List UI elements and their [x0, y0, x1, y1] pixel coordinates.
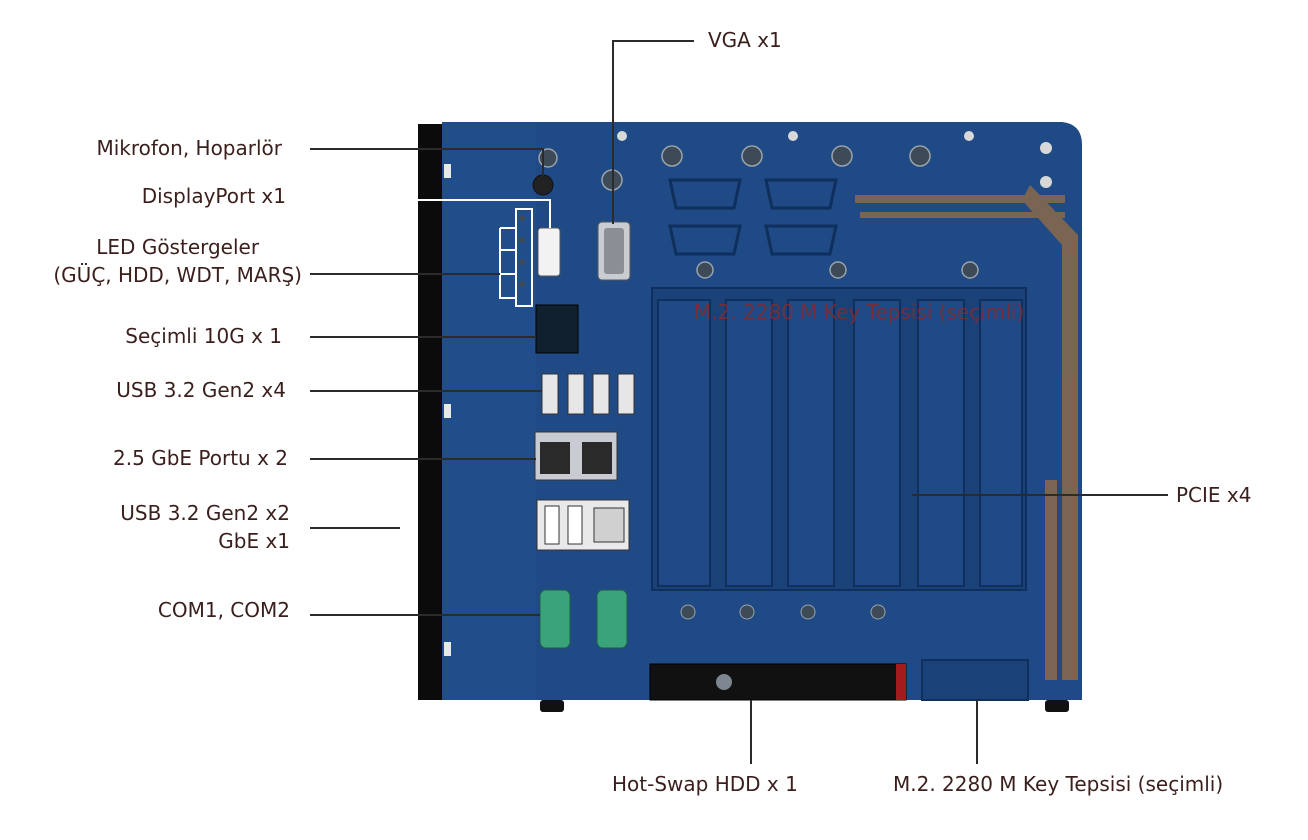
audio-jack — [532, 174, 554, 196]
pcie-screws — [680, 604, 886, 620]
leader-mic — [310, 148, 542, 150]
label-com: COM1, COM2 — [157, 598, 290, 622]
leader-vga-vertical — [612, 40, 614, 224]
side-mark — [444, 404, 451, 418]
side-mark — [444, 642, 451, 656]
label-usb4: USB 3.2 Gen2 x4 — [116, 378, 286, 402]
led-callout-bracket — [499, 208, 533, 307]
leader-gbe25 — [310, 458, 536, 460]
leader-vga-horizontal — [612, 40, 694, 42]
led-indicators — [519, 215, 525, 287]
label-m2-tray: M.2. 2280 M Key Tepsisi (seçimli) — [893, 772, 1224, 796]
chassis-feet — [540, 700, 1069, 712]
label-ten-g: Seçimli 10G x 1 — [125, 324, 282, 348]
label-led-indicators: LED Göstergeler (GÜÇ, HDD, WDT, MARŞ) — [53, 233, 302, 289]
label-vga: VGA x1 — [708, 28, 782, 52]
displayport-connector — [537, 227, 561, 277]
displayport-callout — [310, 199, 551, 228]
label-mic-speaker: Mikrofon, Hoparlör — [96, 136, 282, 160]
m2-tray — [921, 659, 1029, 701]
label-gbe25: 2.5 GbE Portu x 2 — [113, 446, 288, 470]
pcie-slots — [657, 299, 1023, 587]
label-usb2-line1: USB 3.2 Gen2 x2 — [120, 501, 290, 525]
label-usb2-gbe: USB 3.2 Gen2 x2 GbE x1 — [120, 499, 290, 555]
leader-m2 — [976, 700, 978, 764]
leader-com — [310, 614, 540, 616]
label-led-line2: (GÜÇ, HDD, WDT, MARŞ) — [53, 263, 302, 287]
leader-usb2 — [310, 527, 400, 529]
label-hot-swap-hdd: Hot-Swap HDD x 1 — [612, 772, 798, 796]
vent-stripes — [855, 185, 1078, 680]
leader-pcie — [912, 494, 1168, 496]
label-usb2-line2: GbE x1 — [218, 529, 290, 553]
com-ports — [539, 589, 628, 649]
label-m2-on-chassis: M.2. 2280 M Key Tepsisi (seçimli) — [694, 300, 1025, 324]
db9-blank-openings — [668, 178, 838, 256]
leader-mic-drop — [542, 148, 544, 176]
label-pcie: PCIE x4 — [1176, 483, 1252, 507]
small-screws — [617, 131, 1052, 188]
label-led-line1: LED Göstergeler — [96, 235, 260, 259]
label-displayport: DisplayPort x1 — [141, 184, 286, 208]
leader-hdd — [750, 700, 752, 764]
side-mark — [444, 164, 451, 178]
usb-ports-x4 — [541, 373, 635, 415]
hdd-tray — [649, 663, 907, 701]
leader-ten-g — [310, 336, 536, 338]
chassis-side-frame — [418, 124, 446, 700]
ten-g-port — [535, 304, 579, 354]
leader-led — [310, 273, 500, 275]
leader-usb4 — [310, 390, 542, 392]
